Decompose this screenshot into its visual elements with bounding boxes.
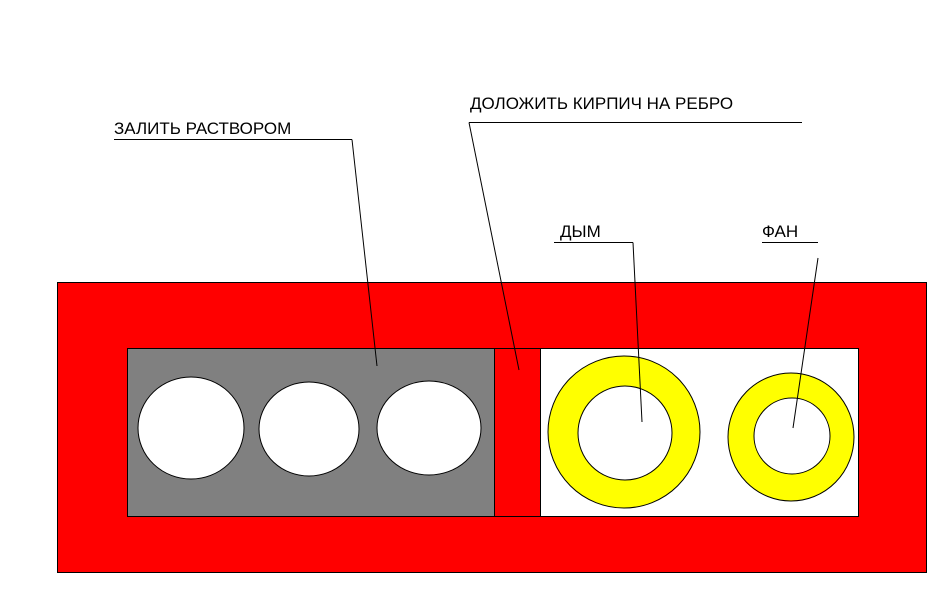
block-void-1 [137,376,245,480]
label-fill-mortar: ЗАЛИТЬ РАСТВОРОМ [114,119,291,138]
leader-smoke [554,242,643,423]
label-brick-on-edge: ДОЛОЖИТЬ КИРПИЧ НА РЕБРО [470,94,733,113]
brick-on-edge [494,348,541,517]
block-void-3 [376,380,482,476]
leader-fan [762,242,819,429]
label-fan: ФАН [762,222,798,241]
smoke-flue-hole [577,385,673,481]
block-void-2 [258,381,360,477]
label-smoke: ДЫМ [560,222,601,241]
leader-brick-on-edge [468,122,802,371]
leader-fill-mortar [114,139,378,367]
fan-flue-hole [753,397,831,475]
